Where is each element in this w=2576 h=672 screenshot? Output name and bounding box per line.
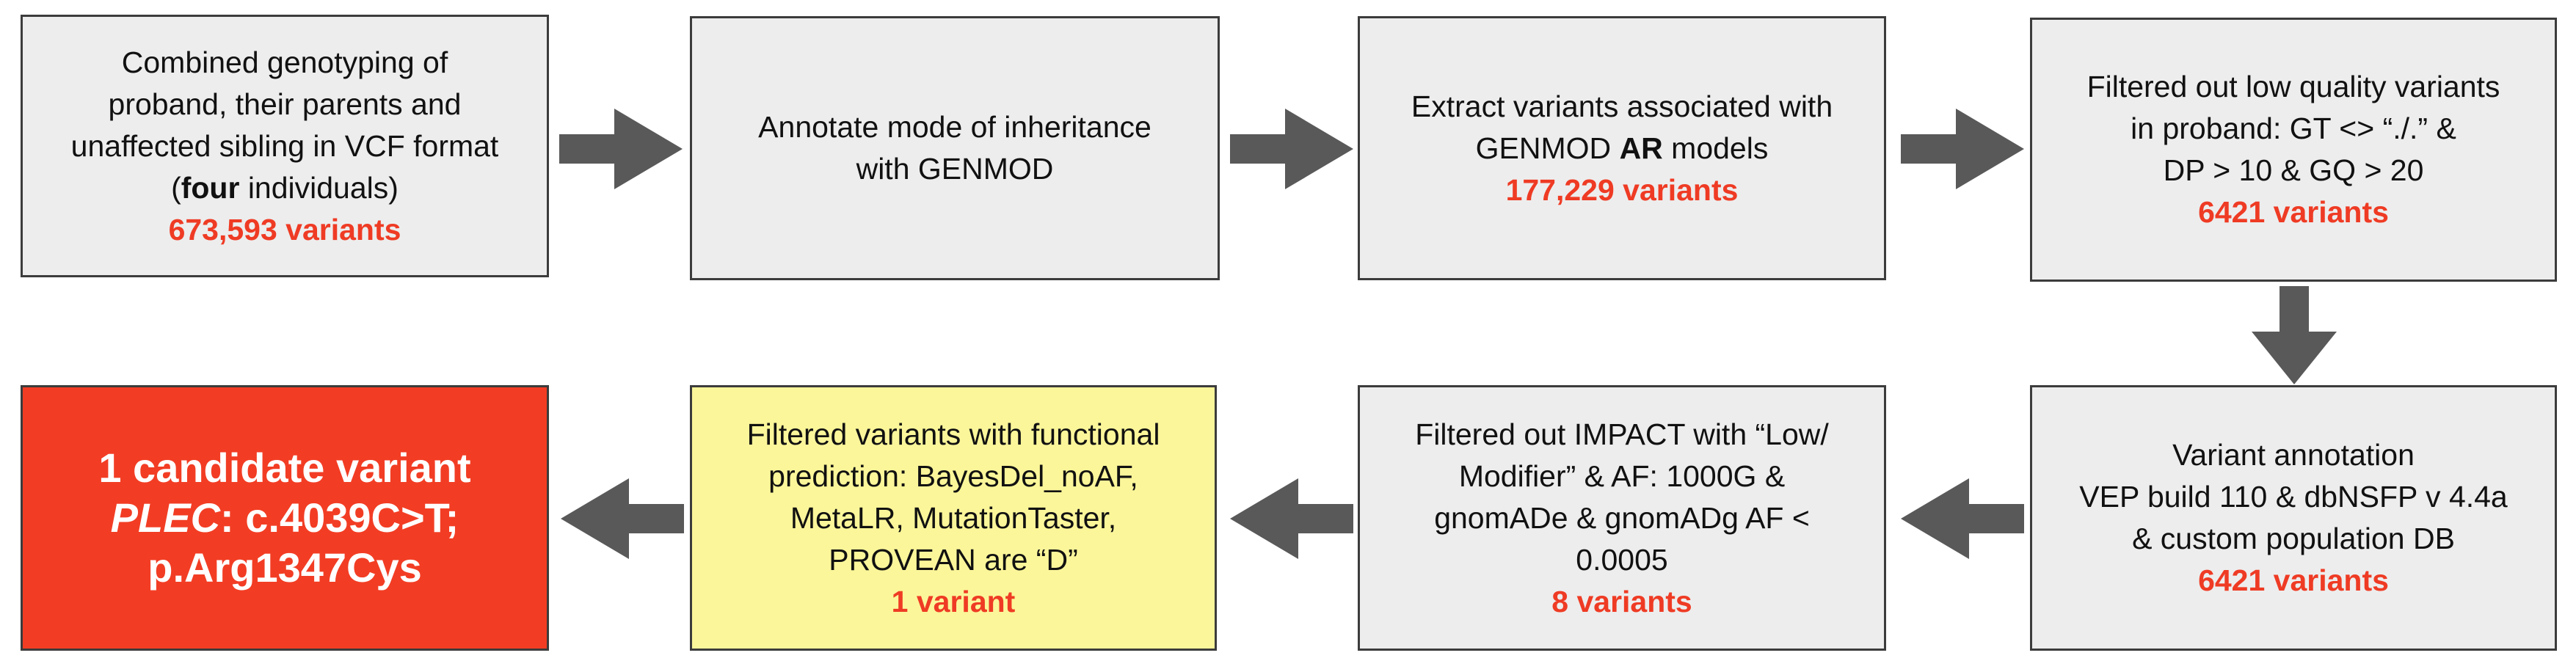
step6-line2: Modifier” & AF: 1000G & [1458,459,1786,493]
step3-variant-count: 177,229 variants [1505,172,1739,207]
step-candidate-variant: 1 candidate variant PLEC: c.4039C>T; p.A… [21,385,549,651]
step6-line3: gnomADe & gnomADg AF < [1434,500,1810,535]
arrow-right-3-icon [1901,109,2024,189]
step-filter-impact-af: Filtered out IMPACT with “Low/ Modifier”… [1358,385,1886,651]
step4-line2: in proband: GT <> “./.” & [2131,112,2456,145]
step6-variant-count: 8 variants [1551,584,1692,618]
step7-line3: MetaLR, MutationTaster, [790,500,1117,535]
step2-line2: with GENMOD [856,152,1054,186]
step4-line3: DP > 10 & GQ > 20 [2163,153,2424,187]
step6-line1: Filtered out IMPACT with “Low/ [1415,417,1829,451]
step1-bold-four: four [181,170,240,205]
step4-line1: Filtered out low quality variants [2086,70,2500,103]
arrow-right-1-icon [559,109,683,189]
step1-variant-count: 673,593 variants [168,212,401,246]
step1-line1: Combined genotyping of [121,45,448,79]
step2-line1: Annotate mode of inheritance [758,110,1151,144]
step3-line2: GENMOD AR models [1475,131,1769,165]
step5-line1: Variant annotation [2172,438,2415,472]
step5-line2: VEP build 110 & dbNSFP v 4.4a [2079,480,2508,514]
step3-bold-ar: AR [1619,131,1663,165]
step-combined-genotyping: Combined genotyping of proband, their pa… [21,15,549,277]
step4-variant-count: 6421 variants [2198,195,2389,229]
arrow-down-icon [2252,286,2337,384]
step3-line1: Extract variants associated with [1411,89,1833,123]
step-filter-low-quality: Filtered out low quality variants in pro… [2030,18,2557,282]
step1-line3: unaffected sibling in VCF format [70,128,499,163]
arrow-right-2-icon [1230,109,1353,189]
step-functional-prediction: Filtered variants with functional predic… [690,385,1217,651]
arrow-left-2-icon [1230,478,1353,559]
step8-line2: PLEC: c.4039C>T; [110,494,459,541]
step1-line4: (four individuals) [171,170,399,205]
step5-variant-count: 6421 variants [2198,563,2389,597]
arrow-left-1-icon [1901,478,2024,559]
step8-line3: p.Arg1347Cys [148,544,422,591]
step8-gene-name: PLEC [110,494,221,541]
step8-line1: 1 candidate variant [98,445,471,491]
step-extract-ar-variants: Extract variants associated with GENMOD … [1358,16,1886,280]
step7-variant-count: 1 variant [891,584,1016,618]
step5-line3: & custom population DB [2132,522,2455,555]
step-variant-annotation: Variant annotation VEP build 110 & dbNSF… [2030,385,2557,651]
step1-line2: proband, their parents and [108,87,462,121]
step-annotate-inheritance: Annotate mode of inheritance with GENMOD [690,16,1220,280]
arrow-left-3-icon [561,478,684,559]
step7-line1: Filtered variants with functional [746,417,1160,451]
step7-line2: prediction: BayesDel_noAF, [768,459,1138,493]
step6-line4: 0.0005 [1576,542,1668,577]
step7-line4: PROVEAN are “D” [829,542,1078,577]
